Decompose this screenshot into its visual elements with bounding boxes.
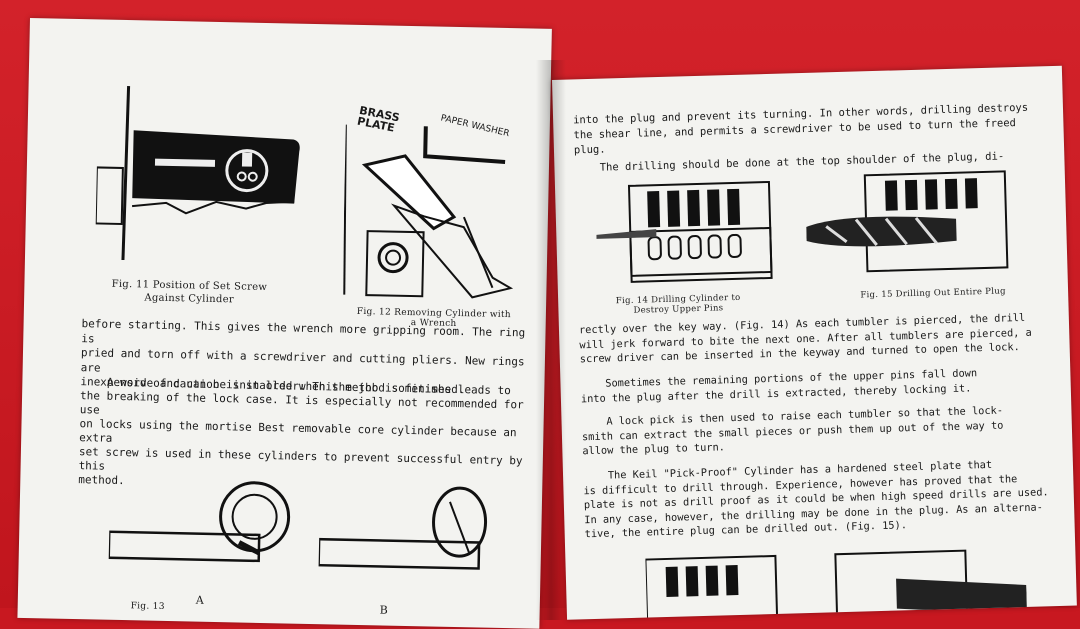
fig-12-illustration (343, 124, 514, 299)
right-paragraph-3: rectly over the key way. (Fig. 14) As ea… (578, 311, 1032, 366)
fig-15-illustration (806, 170, 1009, 273)
fig-b-label: B (379, 603, 388, 617)
fig-15-caption: Fig. 15 Drilling Out Entire Plug (860, 286, 1006, 301)
fig-11-illustration (94, 86, 300, 261)
fig-14-illustration (596, 180, 773, 283)
fig-16-partial-illustration (645, 549, 1028, 620)
right-paragraph-4: Sometimes the remaining portions of the … (580, 367, 978, 405)
right-paragraph-5: A lock pick is then used to raise each t… (581, 404, 1004, 458)
fig-11-caption: Fig. 11 Position of Set Screw Against Cy… (111, 278, 268, 306)
right-paragraph-6: The Keil "Pick-Proof" Cylinder has a har… (582, 458, 1049, 541)
right-page: into the plug and prevent its turning. I… (552, 65, 1077, 620)
book-gutter (536, 60, 566, 620)
left-page: Fig. 11 Position of Set Screw Against Cy… (17, 18, 552, 629)
fig-13a-illustration (108, 481, 291, 563)
fig-13b-illustration (317, 486, 488, 570)
fig-a-label: A (195, 593, 204, 607)
fig-13-partial-caption: Fig. 13 (130, 601, 165, 612)
fig-14-caption: Fig. 14 Drilling Cylinder to Destroy Upp… (615, 292, 741, 316)
